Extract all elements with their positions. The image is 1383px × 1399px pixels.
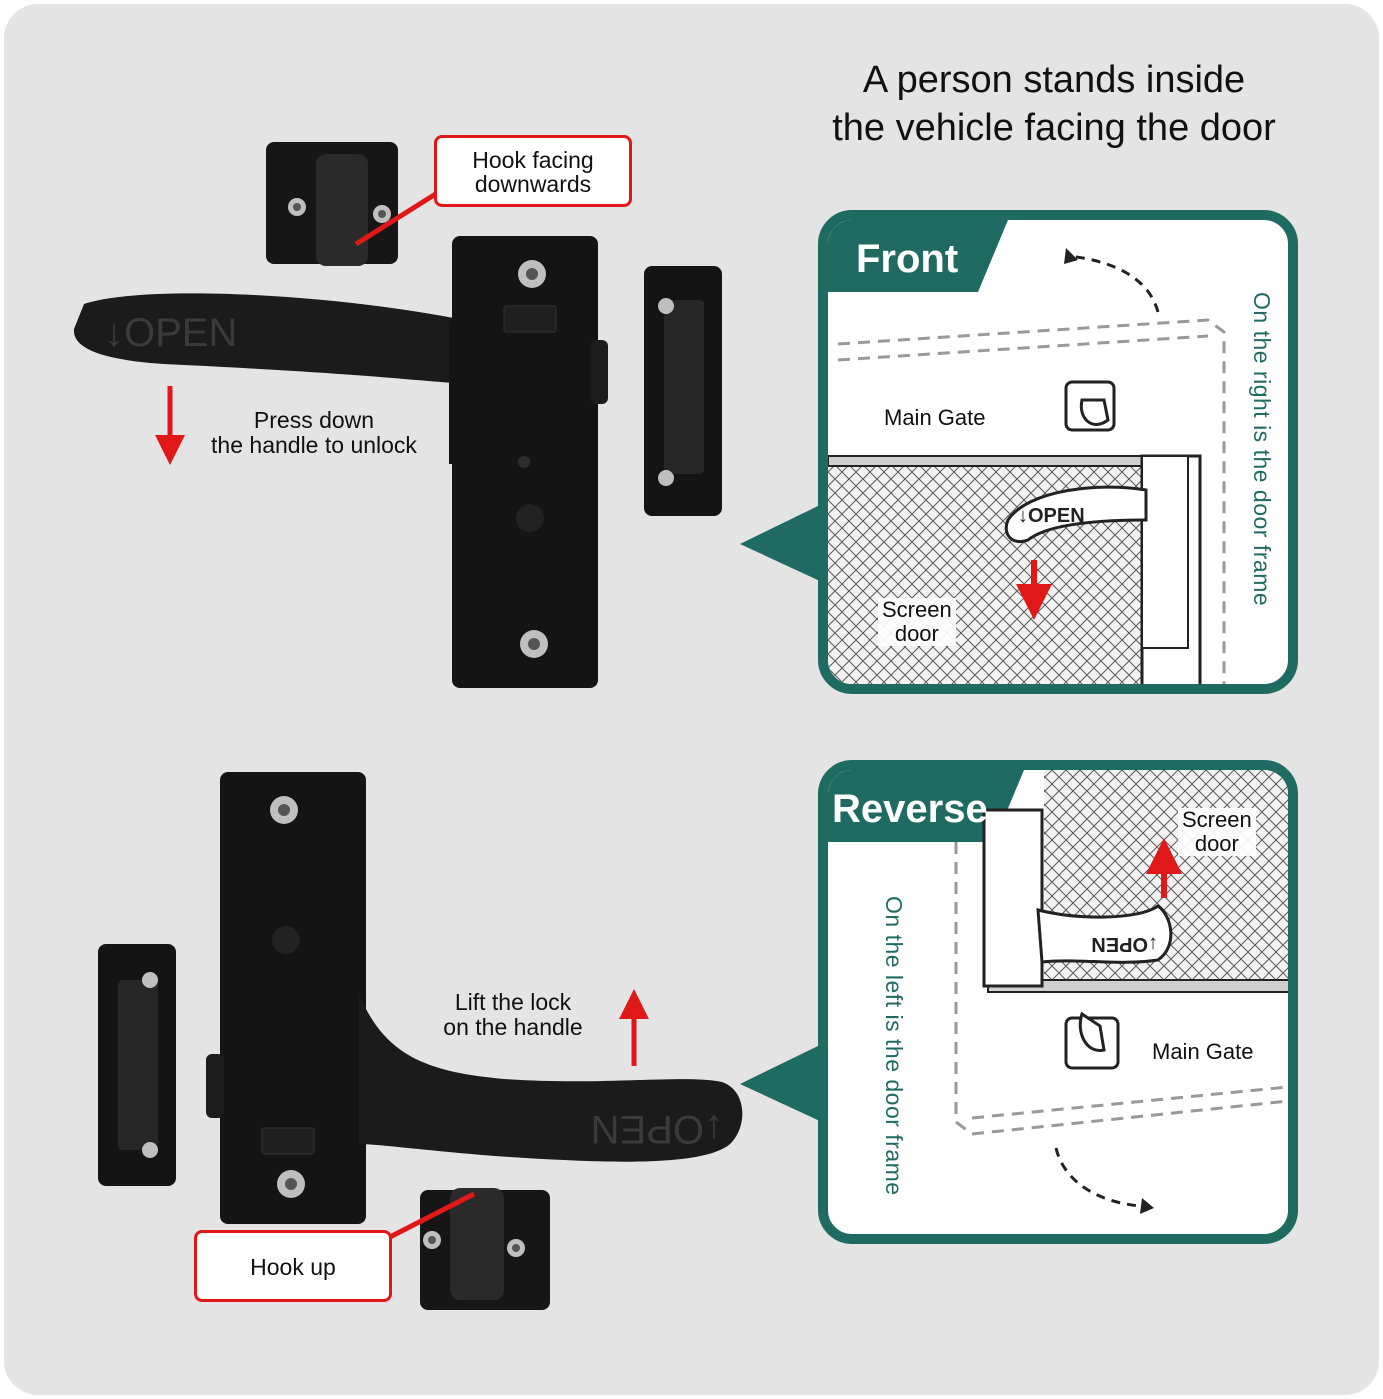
reverse-tag: Reverse — [832, 787, 988, 831]
bottom-callout-pointer — [386, 1191, 476, 1241]
front-screen-door-label: Screen door — [878, 598, 956, 646]
reverse-screen-door-line-2: door — [1194, 831, 1239, 856]
title-line-1: A person stands inside — [862, 59, 1246, 101]
reverse-tag-background — [828, 770, 1024, 842]
front-main-gate-label: Main Gate — [884, 405, 986, 430]
lift-lock-note-line-2: on the handle — [443, 1014, 583, 1040]
hook-up-callout-text: Hook up — [250, 1254, 336, 1280]
bottom-strike-plate — [98, 944, 176, 1186]
reverse-side-text: On the left is the door frame — [881, 896, 907, 1196]
front-panel: ↓OPEN Front Main Gate Screen door On the… — [818, 210, 1298, 694]
press-down-note-line-1: Press down — [253, 407, 375, 433]
bottom-latch-handle — [359, 994, 743, 1162]
reverse-panel-diagram: ↓OPEN — [828, 770, 1288, 1214]
reverse-main-gate-label: Main Gate — [1152, 1039, 1254, 1064]
front-panel-pointer — [740, 504, 822, 582]
bottom-latch-body — [206, 772, 366, 1224]
front-tag: Front — [856, 237, 959, 281]
bottom-hook-plate — [420, 1188, 550, 1310]
press-down-note-line-2: the handle to unlock — [211, 432, 417, 458]
reverse-panel: ↓OPEN Reverse Screen door Main Gate On t… — [818, 760, 1298, 1244]
front-screen-door-line-2: door — [894, 621, 939, 646]
reverse-screen-door-line-1: Screen — [1182, 807, 1252, 832]
front-handle-engraving: ↓OPEN — [1018, 505, 1085, 527]
bottom-handle-engraving: ↓OPEN — [591, 1107, 724, 1151]
latch-illustrations: ↓OPEN — [73, 142, 822, 1310]
reverse-screen-door-label: Screen door — [1178, 808, 1256, 856]
lift-lock-note-line-1: Lift the lock — [454, 989, 572, 1015]
hook-down-callout: Hook facing downwards — [434, 135, 632, 207]
reverse-handle-engraving: ↓OPEN — [1091, 933, 1158, 955]
top-strike-plate — [644, 266, 722, 516]
top-hook-plate — [266, 142, 398, 266]
lift-lock-note: Lift the lock on the handle — [428, 990, 598, 1040]
hook-up-callout: Hook up — [194, 1230, 392, 1302]
top-latch-body — [452, 236, 608, 688]
reverse-handle-icon — [1036, 904, 1173, 964]
title-line-2: the vehicle facing the door — [832, 107, 1276, 149]
front-panel-diagram: ↓OPEN — [828, 220, 1226, 684]
top-callout-pointer — [354, 187, 444, 247]
front-screen-door-line-1: Screen — [882, 597, 952, 622]
hook-down-callout-line-2: downwards — [474, 171, 592, 197]
reverse-panel-pointer — [740, 1044, 822, 1122]
hook-down-callout-line-1: Hook facing — [472, 147, 594, 173]
front-handle-icon — [1004, 485, 1148, 543]
press-down-note: Press down the handle to unlock — [194, 408, 434, 458]
top-handle-engraving: ↓OPEN — [104, 311, 237, 355]
front-tag-background — [828, 220, 1008, 292]
front-side-text: On the right is the door frame — [1249, 292, 1275, 607]
product-card: A person stands inside the vehicle facin… — [4, 4, 1379, 1395]
page-title: A person stands inside the vehicle facin… — [784, 56, 1324, 152]
